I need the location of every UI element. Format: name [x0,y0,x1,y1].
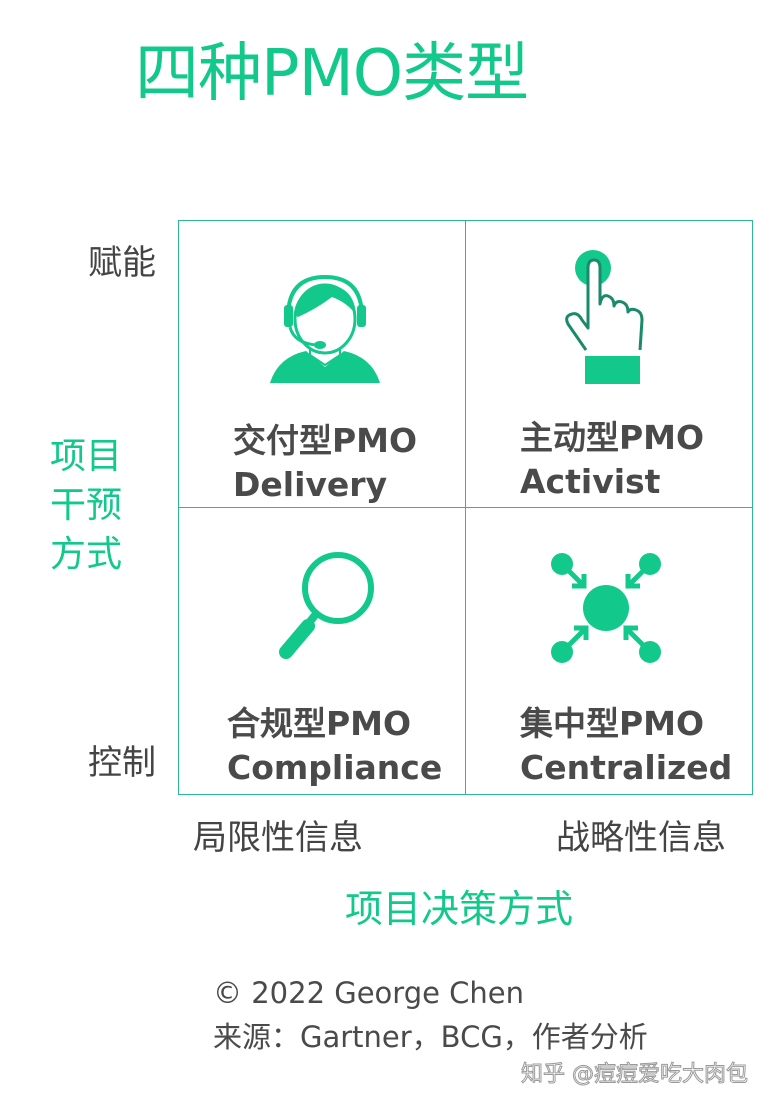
converging-arrows-icon [551,553,661,663]
y-axis-top-label: 赋能 [88,243,156,283]
quadrant-centralized-english: Centralized [520,748,733,787]
quadrant-compliance-english: Compliance [227,748,443,787]
magnifier-icon [279,552,374,659]
copyright-text: © 2022 George Chen [213,976,525,1010]
quadrant-activist-name: 主动型PMO [520,418,705,457]
x-axis-label: 项目决策方式 [345,887,574,931]
quadrant-delivery-english: Delivery [233,465,388,504]
y-axis-bottom-label: 控制 [88,743,156,783]
pointing-hand-icon [565,250,644,384]
quadrant-delivery-name: 交付型PMO [233,421,418,460]
x-axis-left-label: 局限性信息 [193,818,363,858]
quadrant-activist-english: Activist [520,462,661,501]
y-axis-label: 项目干预方式 [50,436,123,575]
quadrant-centralized-name: 集中型PMO [520,704,705,743]
watermark: 知乎 @痘痘爱吃大肉包 [521,1062,749,1088]
page-title: 四种PMO类型 [135,37,529,111]
quadrant-compliance-name: 合规型PMO [227,704,412,743]
x-axis-right-label: 战略性信息 [556,818,726,858]
source-text: 来源：Gartner，BCG，作者分析 [213,1020,648,1054]
grid-divider-horizontal [178,507,753,508]
headset-agent-icon [270,275,380,383]
